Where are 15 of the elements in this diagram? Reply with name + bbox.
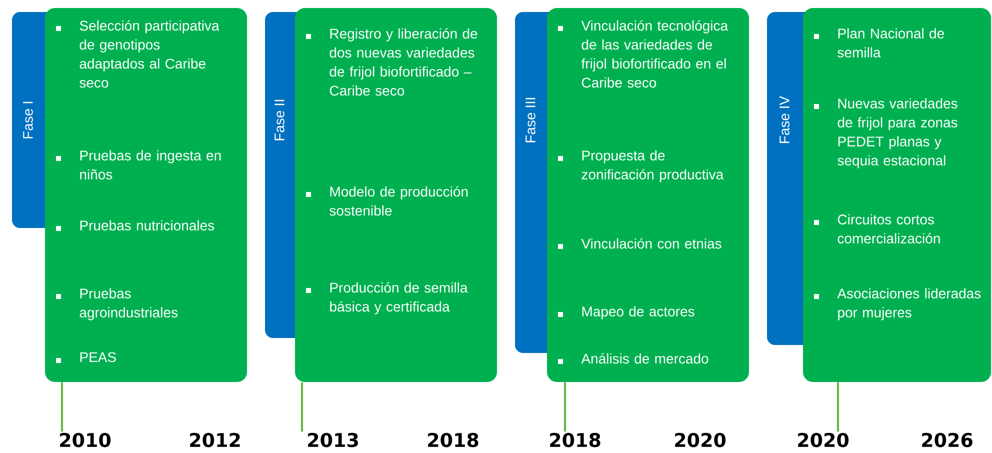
timeline-tick (564, 382, 566, 432)
bullet-item: PEAS (56, 352, 116, 363)
year-label: 2010 (60, 432, 111, 448)
bullet-item: Pruebas agroindustriales (56, 288, 178, 320)
year-label: 2020 (798, 432, 849, 448)
timeline-tick (61, 382, 63, 432)
timeline-tick (301, 382, 303, 432)
year-label: 2020 (675, 432, 726, 448)
year-label: 2013 (308, 432, 358, 448)
year-label: 2026 (922, 432, 972, 448)
bullet-item: Análisis de mercado (558, 353, 708, 364)
timeline-tick (837, 382, 839, 432)
year-label: 2018 (428, 432, 478, 448)
year-label: 2018 (550, 432, 600, 448)
year-label: 2012 (190, 432, 240, 448)
